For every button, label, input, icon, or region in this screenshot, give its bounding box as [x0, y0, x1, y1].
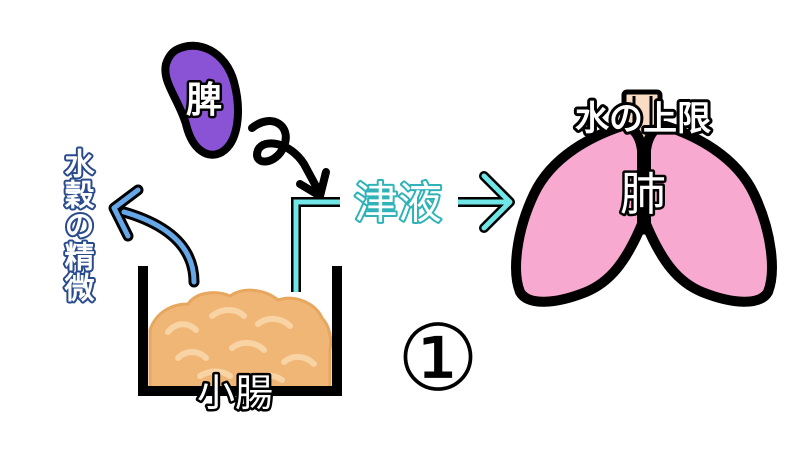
- lung-label: 肺: [620, 167, 666, 221]
- fluid-arrow: [291, 171, 515, 292]
- fluid-label: 津液: [354, 178, 442, 229]
- essence-arrow: [108, 184, 200, 288]
- right-lung: [641, 121, 777, 307]
- small-intestine: [138, 266, 342, 396]
- spleen-arrow: [248, 117, 330, 200]
- food-texture: [165, 307, 317, 383]
- essence-label: 水穀の精微: [59, 148, 96, 303]
- small-intestine-label: 小腸: [197, 371, 273, 415]
- container: [138, 266, 342, 396]
- spleen-label: 脾: [186, 80, 222, 121]
- spleen-shape: [161, 41, 242, 159]
- lungs: [511, 89, 777, 307]
- spleen: [161, 41, 242, 159]
- water-limit-label: 水の上限: [575, 99, 711, 139]
- step-number: ①: [397, 305, 479, 412]
